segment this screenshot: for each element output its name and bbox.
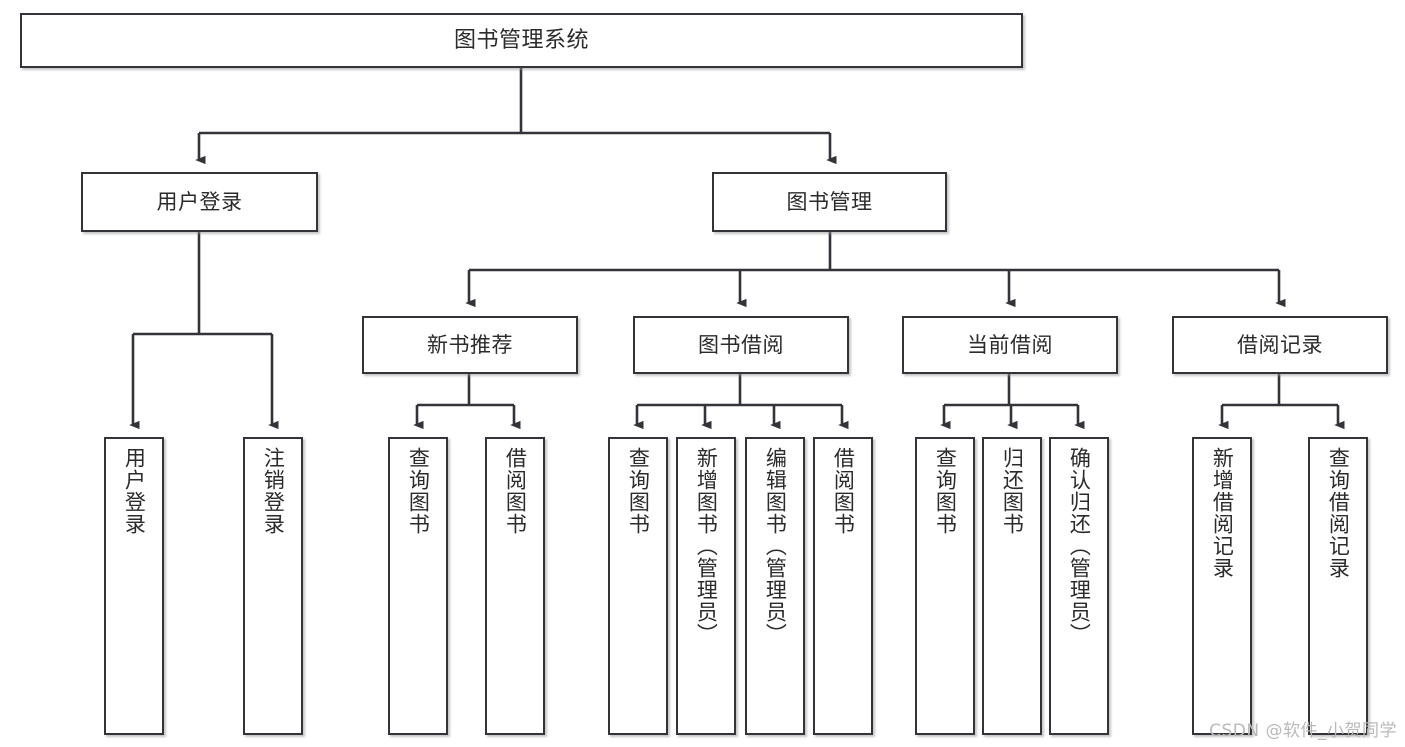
- leaf-new-book-borrow[interactable]: 借阅图书: [485, 437, 545, 735]
- node-user-login-label: 用户登录: [156, 189, 243, 214]
- node-root[interactable]: 图书管理系统: [20, 13, 1023, 68]
- leaf-label: 借阅图书: [503, 447, 528, 535]
- leaf-label: 确认归还（管理员）: [1067, 447, 1092, 645]
- leaf-label: 编辑图书（管理员）: [763, 447, 788, 645]
- leaf-label: 用户登录: [122, 447, 147, 535]
- leaf-user-login-logout[interactable]: 注销登录: [243, 437, 303, 735]
- leaf-label: 注销登录: [261, 447, 286, 535]
- leaf-book-borrow-borrow[interactable]: 借阅图书: [813, 437, 873, 735]
- node-borrow-record-label: 借阅记录: [1237, 332, 1323, 357]
- leaf-label: 新增借阅记录: [1210, 447, 1235, 579]
- leaf-current-borrow-return[interactable]: 归还图书: [982, 437, 1042, 735]
- node-borrow-record[interactable]: 借阅记录: [1172, 316, 1388, 374]
- leaf-label: 归还图书: [1000, 447, 1025, 535]
- leaf-new-book-query[interactable]: 查询图书: [388, 437, 448, 735]
- leaf-borrow-record-add[interactable]: 新增借阅记录: [1192, 437, 1252, 735]
- leaf-label: 查询借阅记录: [1326, 447, 1351, 579]
- leaf-label: 查询图书: [626, 447, 651, 535]
- node-book-borrow[interactable]: 图书借阅: [633, 316, 849, 374]
- node-user-login[interactable]: 用户登录: [81, 172, 318, 232]
- node-root-label: 图书管理系统: [453, 27, 589, 53]
- csdn-watermark: CSDN @软件_小贺同学: [1209, 721, 1397, 741]
- node-current-borrow[interactable]: 当前借阅: [902, 316, 1118, 374]
- leaf-label: 查询图书: [406, 447, 431, 535]
- leaf-user-login-login[interactable]: 用户登录: [104, 437, 164, 735]
- node-new-book-recommend-label: 新书推荐: [427, 332, 513, 357]
- leaf-book-borrow-add[interactable]: 新增图书（管理员）: [676, 437, 736, 735]
- leaf-label: 查询图书: [933, 447, 958, 535]
- leaf-book-borrow-query[interactable]: 查询图书: [608, 437, 668, 735]
- leaf-current-borrow-confirm-return[interactable]: 确认归还（管理员）: [1049, 437, 1109, 735]
- leaf-borrow-record-query[interactable]: 查询借阅记录: [1308, 437, 1368, 735]
- node-book-management[interactable]: 图书管理: [712, 172, 947, 232]
- node-book-management-label: 图书管理: [786, 189, 873, 214]
- node-current-borrow-label: 当前借阅: [967, 332, 1053, 357]
- node-book-borrow-label: 图书借阅: [698, 332, 784, 357]
- leaf-current-borrow-query[interactable]: 查询图书: [915, 437, 975, 735]
- leaf-label: 新增图书（管理员）: [694, 447, 719, 645]
- leaf-label: 借阅图书: [831, 447, 856, 535]
- node-new-book-recommend[interactable]: 新书推荐: [362, 316, 578, 374]
- leaf-book-borrow-edit[interactable]: 编辑图书（管理员）: [745, 437, 805, 735]
